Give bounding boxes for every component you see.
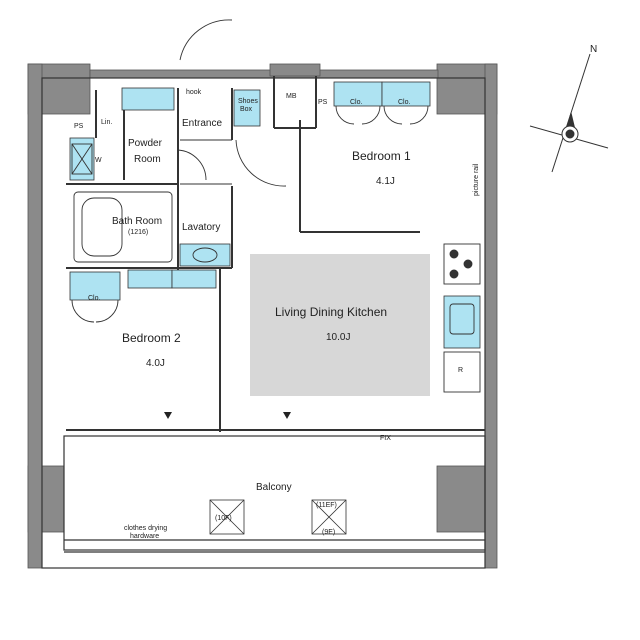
washer-label: W — [95, 157, 102, 164]
outer-boundary — [41, 77, 486, 569]
bed1-closet-door-3 — [383, 105, 403, 125]
hatch-10f-label: (10F) — [215, 515, 232, 522]
hatch-11ef-label: (11EF) — [316, 502, 337, 509]
entrance-label: Entrance — [182, 118, 222, 129]
bed1-closet-a-label: Clo. — [350, 99, 363, 106]
hall-cabinet-b — [171, 269, 217, 289]
linen-label: Lin. — [101, 119, 112, 126]
lavatory-basin — [192, 247, 218, 263]
bath-size-label: (1216) — [128, 229, 148, 236]
linen-cabinet — [121, 87, 175, 111]
ldk-size: 10.0J — [326, 332, 350, 343]
window-markers — [164, 412, 291, 419]
powder-room-label-2: Room — [134, 154, 161, 165]
clothes-drying-label-2: hardware — [130, 533, 159, 540]
burner-3 — [449, 269, 459, 279]
fridge-space — [443, 351, 481, 393]
hall-cabinet-a — [127, 269, 173, 289]
bed1-closet-b-label: Clo. — [398, 99, 411, 106]
bathtub-inner — [81, 197, 123, 257]
hook-label: hook — [186, 89, 202, 96]
compass-rose-icon — [529, 53, 609, 173]
fixtures — [71, 19, 481, 393]
bed2-closet-door-l — [71, 299, 95, 323]
hatch-9e-label: (9E) — [322, 529, 335, 536]
structural-walls — [27, 63, 498, 569]
bed1-closet-b — [381, 81, 431, 107]
hatch-11ef — [311, 499, 347, 535]
bedroom2-size: 4.0J — [146, 358, 165, 369]
shoes-box-label-2: Box — [240, 106, 253, 113]
ldk-label: Living Dining Kitchen — [275, 305, 387, 319]
outline — [41, 77, 486, 569]
wall-top-mb — [269, 63, 321, 77]
window-arrow-2 — [283, 412, 291, 419]
lavatory-label: Lavatory — [182, 222, 220, 233]
column-bottom-right — [436, 465, 486, 533]
balcony-hatches — [209, 499, 347, 535]
hatch-10f-diag-2 — [209, 499, 245, 535]
hatch-11ef-diag-2 — [311, 499, 347, 535]
bed1-closet-door-1 — [335, 105, 355, 125]
balcony-outer — [63, 435, 486, 551]
bathtub — [73, 191, 173, 263]
kitchen-sink — [449, 303, 475, 335]
bedroom1-label: Bedroom 1 — [352, 149, 411, 163]
window-arrow-1 — [164, 412, 172, 419]
bed1-door-swing — [235, 139, 287, 187]
fridge-label: R — [458, 367, 463, 374]
interior-walls — [66, 76, 485, 432]
wall-top — [89, 69, 439, 79]
shoes-box — [233, 89, 261, 127]
entrance-door-swing — [179, 19, 233, 61]
powder-room-label-1: Powder — [128, 138, 163, 149]
bed2-closet — [69, 271, 121, 301]
lavatory-vanity — [179, 243, 231, 267]
ldk-floor — [250, 254, 430, 396]
stove — [443, 243, 481, 285]
ps-right-label: PS — [318, 99, 328, 106]
bed2-closet-door-r — [95, 299, 119, 323]
compass-north-label: N — [590, 44, 597, 55]
powder-door-swing — [177, 149, 207, 181]
bed1-closet-a — [333, 81, 383, 107]
burner-2 — [463, 259, 473, 269]
bedroom1-size: 4.1J — [376, 176, 395, 187]
burner-1 — [449, 249, 459, 259]
bedroom2-label: Bedroom 2 — [122, 331, 181, 345]
mb-label: MB — [286, 93, 297, 100]
wall-left — [27, 63, 43, 569]
bed1-closet-door-2 — [361, 105, 381, 125]
bath-room-label: Bath Room — [112, 216, 162, 227]
washer-box — [71, 143, 93, 175]
clothes-drying-label-1: clothes drying — [124, 525, 167, 532]
wall-right — [484, 63, 498, 569]
balcony-label: Balcony — [256, 482, 292, 493]
fix-label: FIX — [380, 435, 391, 442]
washer-diag-2 — [71, 143, 93, 175]
picture-rail-label: picture rail — [473, 163, 480, 196]
shoes-box-label-1: Shoes — [238, 98, 258, 105]
ps-left-label: PS — [74, 123, 84, 130]
bed2-closet-label: Clo. — [88, 295, 101, 302]
hatch-10f — [209, 499, 245, 535]
bed1-closet-door-4 — [409, 105, 429, 125]
